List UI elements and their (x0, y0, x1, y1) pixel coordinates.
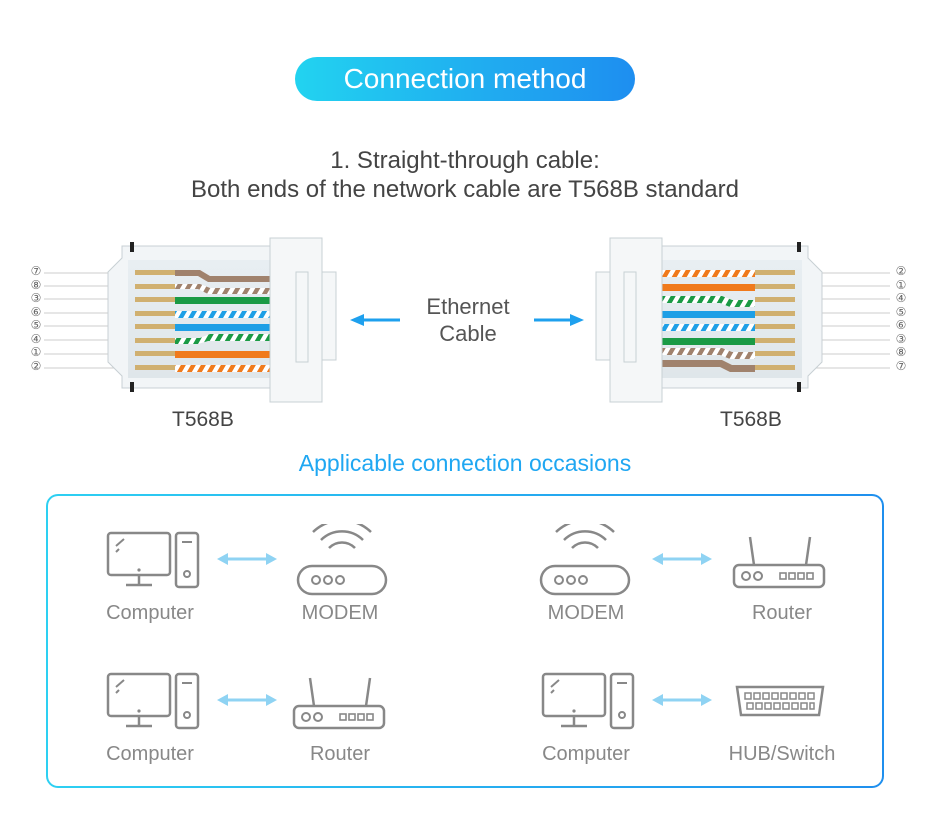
left-pin-number: ② (30, 358, 42, 373)
right-pin-number: ⑥ (895, 318, 907, 332)
bidirectional-arrow-icon (217, 694, 277, 706)
device-label: Computer (106, 602, 194, 624)
router-icon (292, 677, 386, 730)
right-pin-number: ⑧ (895, 345, 907, 359)
device-label: Computer (542, 743, 630, 765)
left-pin-number: ⑤ (30, 318, 42, 332)
computer-icon (106, 531, 200, 589)
ethernet-cable-label: Ethernet Cable (400, 293, 536, 347)
modem-icon (539, 524, 631, 596)
device-label: Computer (106, 743, 194, 765)
modem-icon (296, 524, 388, 596)
left-standard-label: T568B (172, 408, 234, 431)
device-label: MODEM (301, 602, 379, 624)
bidirectional-arrow-icon (217, 553, 277, 565)
left-pin-number: ⑧ (30, 277, 42, 292)
wiring-diagram (44, 237, 890, 403)
right-pin-number: ③ (895, 331, 907, 346)
computer-icon (541, 672, 635, 730)
cable-standard-description: Both ends of the network cable are T568B… (191, 176, 739, 203)
right-arrow-icon (534, 314, 584, 326)
left-plug (44, 237, 337, 403)
device-label: HUB/Switch (728, 743, 836, 765)
device-label: Router (751, 602, 813, 624)
right-plug (595, 237, 890, 403)
occasions-panel (46, 494, 884, 788)
right-pin-number: ⑦ (895, 358, 907, 373)
section-title-badge: Connection method (295, 57, 635, 101)
bidirectional-arrow-icon (652, 694, 712, 706)
right-pin-number: ⑤ (895, 304, 907, 319)
ethernet-label-line1: Ethernet (426, 294, 510, 319)
ethernet-label-line2: Cable (439, 321, 497, 346)
left-pin-number: ① (30, 345, 42, 359)
left-pin-number: ④ (30, 331, 42, 346)
cable-type-heading: 1. Straight-through cable: (330, 147, 600, 174)
bidirectional-arrow-icon (652, 553, 712, 565)
left-arrow-icon (350, 314, 400, 326)
right-pin-number: ① (895, 277, 907, 292)
left-pin-number: ⑦ (30, 264, 42, 278)
router-icon (732, 536, 826, 589)
right-pin-number: ④ (895, 291, 907, 305)
computer-icon (106, 672, 200, 730)
device-label: MODEM (547, 602, 625, 624)
left-pin-number: ③ (30, 291, 42, 305)
left-pin-number: ⑥ (30, 304, 42, 319)
right-standard-label: T568B (720, 408, 782, 431)
device-label: Router (309, 743, 371, 765)
switch-icon (735, 685, 825, 717)
right-pin-number: ② (895, 264, 907, 278)
occasions-title: Applicable connection occasions (298, 450, 632, 476)
